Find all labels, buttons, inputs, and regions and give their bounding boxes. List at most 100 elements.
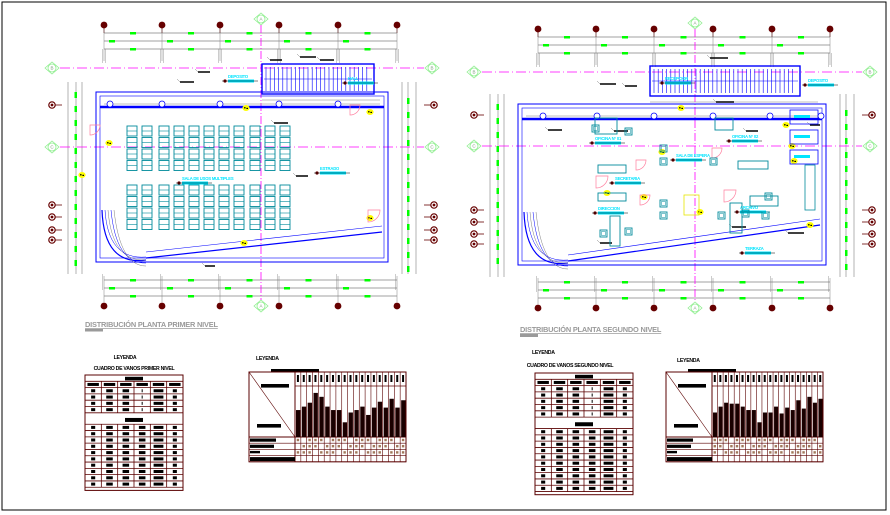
dimension-tag xyxy=(246,48,253,51)
grid-side-marker-icon xyxy=(470,230,484,238)
schedule-cell-value xyxy=(91,425,96,429)
schedule-cell-value xyxy=(572,399,580,403)
schedule-cell-value xyxy=(138,438,146,442)
section-tag-icon xyxy=(790,158,798,164)
sloped-wall xyxy=(145,231,383,259)
room-label: TERRAZA xyxy=(745,246,764,251)
schedule-cell-value xyxy=(91,482,96,486)
matrix-bar xyxy=(319,396,324,437)
dimension-tag xyxy=(659,289,665,292)
matrix-cell-mark xyxy=(769,451,772,454)
grid-bubble-diamond xyxy=(862,139,878,153)
matrix-cell-mark xyxy=(757,438,761,442)
section-tag-icon xyxy=(366,109,374,115)
dimension-tag xyxy=(680,52,687,55)
matrix-bar xyxy=(751,410,756,437)
room-label-group: SECRETARIA xyxy=(609,176,645,185)
dimension-tag xyxy=(284,287,290,290)
matrix-cell-mark xyxy=(355,451,358,454)
column-marker-dot xyxy=(709,25,717,33)
matrix-cell-mark xyxy=(813,438,816,442)
door-swing xyxy=(723,189,737,203)
grid-side-marker-icon xyxy=(48,236,62,244)
schedule-cell-value xyxy=(622,480,627,484)
dimension-tag xyxy=(74,246,77,252)
matrix-col-label xyxy=(774,375,777,382)
chair-seat xyxy=(601,231,606,236)
grid-bubble-diamond xyxy=(862,65,878,79)
dimension-tag xyxy=(845,236,848,242)
schedule-cell-value xyxy=(603,436,614,440)
matrix-cell-mark xyxy=(730,445,733,448)
grid-bubble-label: C xyxy=(50,145,54,150)
restroom-stall xyxy=(789,109,819,125)
chair xyxy=(624,127,633,136)
schedule-cell-value xyxy=(603,486,614,490)
dimension-tag xyxy=(343,287,349,290)
annotation-leader-tail xyxy=(201,262,206,267)
matrix-col-label xyxy=(719,375,722,382)
matrix-row-label xyxy=(250,444,274,448)
section-tag-icon xyxy=(788,143,796,149)
matrix-cell-mark xyxy=(390,451,393,454)
schedule-cell-value xyxy=(106,389,113,393)
matrix-bar xyxy=(718,406,723,437)
chair xyxy=(709,157,718,166)
schedule-cell-value xyxy=(172,444,177,448)
matrix-row-label xyxy=(667,438,693,442)
grid-bubble-circle xyxy=(256,14,266,24)
section-tag-mark xyxy=(792,145,794,147)
dimension-tag xyxy=(246,279,253,282)
schedule-cell-value xyxy=(122,476,130,480)
schedule-cell-value xyxy=(622,442,627,446)
room-label: SECRETARIA xyxy=(615,176,640,181)
chair xyxy=(717,211,726,220)
matrix-col-label xyxy=(326,375,329,382)
door-swing xyxy=(639,194,651,206)
schedule-cell-value xyxy=(141,408,143,412)
grid-bubble-label: C xyxy=(472,144,476,149)
legend-heading: LEYENDA xyxy=(114,355,137,361)
dimension-tag xyxy=(74,106,77,112)
grid-axis-bubble-icon: A xyxy=(253,12,269,26)
schedule-cell-value xyxy=(138,451,146,455)
schedule-cell-value xyxy=(91,395,96,399)
structural-column xyxy=(817,112,825,120)
schedule-cell-value xyxy=(622,461,627,465)
dimension-tag xyxy=(130,32,136,35)
storage-shelf xyxy=(804,164,816,211)
grid-axis-bubble-icon: C xyxy=(466,139,482,153)
dimension-tag xyxy=(407,126,410,132)
schedule-cell-value xyxy=(622,449,627,453)
column-marker-dot xyxy=(768,25,776,33)
matrix-cell-mark xyxy=(791,451,794,454)
section-tag-fill xyxy=(696,209,704,215)
matrix-cell-mark xyxy=(325,445,329,448)
grid-bubble-circle xyxy=(865,67,875,77)
schedule-cell-value xyxy=(572,486,580,490)
matrix-cell-mark xyxy=(819,451,822,454)
dimension-tag xyxy=(845,138,848,144)
curved-wall-line xyxy=(107,209,147,261)
dimension-tag xyxy=(845,110,848,116)
grid-side-marker-icon xyxy=(862,218,876,226)
matrix-bar xyxy=(757,422,762,437)
schedule-cell-value xyxy=(591,393,593,397)
column-marker-icon xyxy=(158,302,166,310)
schedule-cell-value xyxy=(141,395,143,399)
schedule-cell-value xyxy=(106,463,113,467)
matrix-col-label xyxy=(785,375,788,382)
matrix-col-label xyxy=(320,375,323,382)
section-tag-fill xyxy=(242,105,250,111)
dimension-tag xyxy=(74,260,77,266)
curved-wall-line xyxy=(104,209,147,258)
dimension-tag xyxy=(496,104,499,110)
schedule-cell-value xyxy=(556,461,563,465)
schedule-cell-value xyxy=(138,482,146,486)
schedule-cell-value xyxy=(106,457,113,461)
section-tag-mark xyxy=(368,217,370,219)
dimension-tag xyxy=(407,252,410,258)
restroom-fixture xyxy=(794,155,810,158)
section-tag-icon xyxy=(105,140,113,146)
